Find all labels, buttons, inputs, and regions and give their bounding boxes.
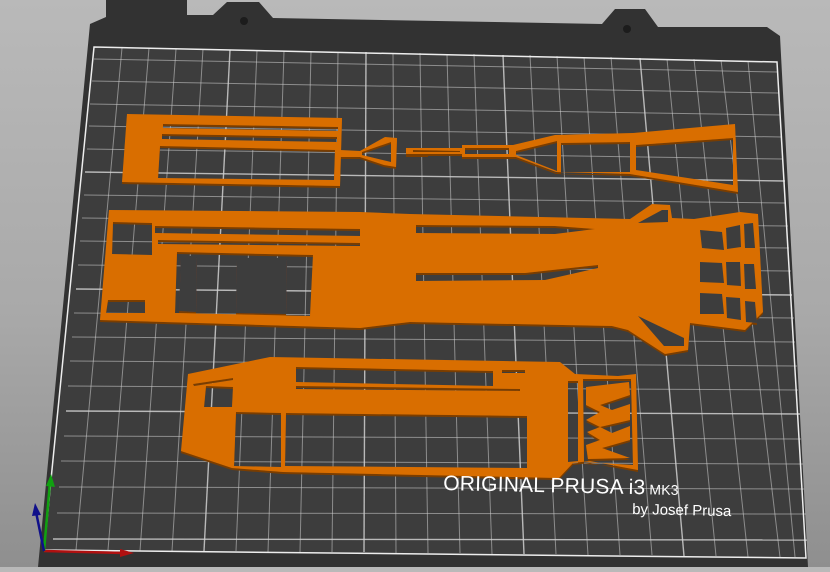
- z-axis: [34, 511, 46, 552]
- mount-hole-right: [623, 25, 631, 33]
- z-axis-arrow: [32, 503, 41, 516]
- bed-plate-border: [43, 46, 807, 559]
- part-bottom-frame[interactable]: [181, 357, 638, 478]
- axes-gizmo: [32, 474, 134, 557]
- bed-model-name: ORIGINAL PRUSA i3: [443, 472, 646, 500]
- y-axis-arrow: [46, 474, 55, 487]
- x-axis-arrow: [120, 549, 134, 557]
- part-top-long-stock[interactable]: [406, 124, 738, 192]
- bed-model-suffix: MK3: [649, 481, 679, 498]
- bed-byline: by Josef Prusa: [632, 501, 732, 521]
- part-middle-large-frame[interactable]: [100, 204, 763, 354]
- mount-hole-left: [240, 17, 248, 25]
- x-axis: [43, 549, 125, 555]
- y-axis: [42, 481, 52, 552]
